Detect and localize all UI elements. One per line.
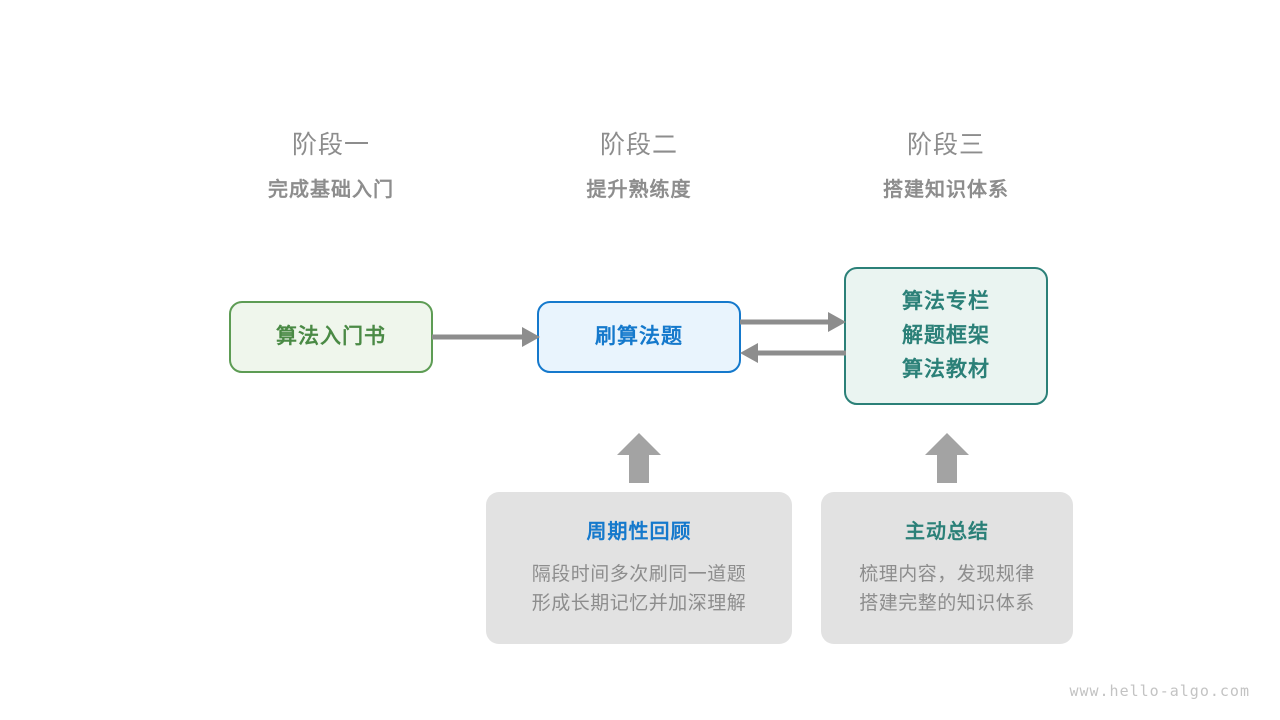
card-body-line: 梳理内容，发现规律 (859, 564, 1035, 585)
card-active-summary[interactable]: 主动总结 梳理内容，发现规律 搭建完整的知识体系 (821, 492, 1073, 644)
node-learning-resources[interactable]: 算法专栏 解题框架 算法教材 (844, 267, 1048, 405)
stage-subtitle: 提升熟练度 (586, 179, 692, 201)
stage-header-3: 阶段三 搭建知识体系 (826, 128, 1066, 205)
card-body-line: 形成长期记忆并加深理解 (531, 593, 747, 614)
arrow-resources-to-practice (740, 341, 846, 365)
stage-header-1: 阶段一 完成基础入门 (211, 128, 451, 205)
card-title: 主动总结 (905, 521, 989, 543)
arrow-up-summary-to-resources (925, 433, 969, 488)
node-label: 算法入门书 (276, 325, 386, 348)
card-periodic-review[interactable]: 周期性回顾 隔段时间多次刷同一道题 形成长期记忆并加深理解 (486, 492, 792, 644)
card-body-line: 搭建完整的知识体系 (859, 593, 1035, 614)
watermark: www.hello-algo.com (1069, 682, 1250, 700)
arrow-up-review-to-practice (617, 433, 661, 488)
card-body-line: 隔段时间多次刷同一道题 (531, 564, 747, 585)
stage-title: 阶段三 (906, 131, 985, 159)
node-algorithm-intro-book[interactable]: 算法入门书 (229, 301, 433, 373)
node-label-framework: 解题框架 (902, 324, 990, 347)
node-label-textbook: 算法教材 (902, 358, 990, 381)
node-practice-problems[interactable]: 刷算法题 (537, 301, 741, 373)
stage-title: 阶段二 (599, 131, 678, 159)
arrow-book-to-practice (432, 325, 540, 349)
stage-title: 阶段一 (291, 131, 370, 159)
node-label: 刷算法题 (595, 325, 683, 348)
arrow-practice-to-resources (740, 310, 846, 334)
stage-subtitle: 搭建知识体系 (883, 179, 1009, 201)
card-title: 周期性回顾 (586, 521, 692, 543)
stage-subtitle: 完成基础入门 (268, 179, 394, 201)
stage-header-2: 阶段二 提升熟练度 (519, 128, 759, 205)
node-label-column: 算法专栏 (902, 290, 990, 313)
